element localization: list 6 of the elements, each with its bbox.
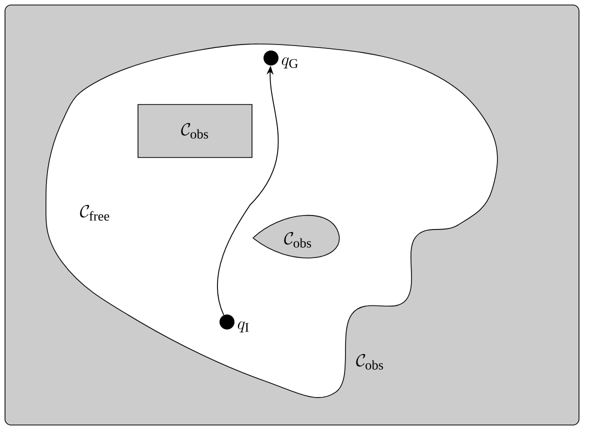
configuration-point: $q_{\mathrm{I}}$ <box>220 314 249 332</box>
obstacle-teardrop: $\mathcal{C}_{\mathrm{obs}}$ <box>252 215 340 258</box>
node-label: $q_{\mathrm{G}}$ <box>282 57 298 68</box>
node-label: $q_{\mathrm{I}}$ <box>238 321 249 332</box>
configuration-point: $q_{\mathrm{G}}$ <box>264 50 298 68</box>
obstacle-rectangle: $\mathcal{C}_{\mathrm{obs}}$ <box>138 104 252 158</box>
